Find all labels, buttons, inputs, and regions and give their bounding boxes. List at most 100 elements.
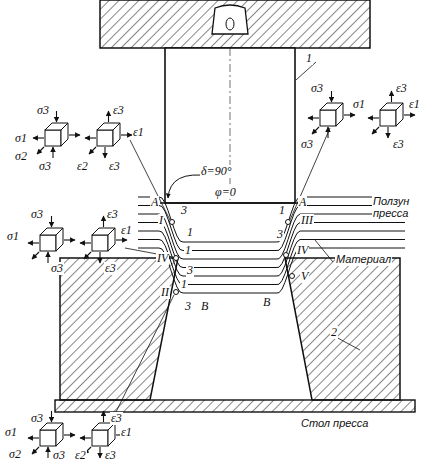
vector-arrow xyxy=(103,411,104,422)
vector-arrow xyxy=(80,242,91,243)
material-point xyxy=(290,274,295,279)
die-right xyxy=(285,258,400,400)
vector-arrow xyxy=(28,242,39,243)
material-point xyxy=(170,220,175,225)
stress-label: σ2 xyxy=(8,448,22,461)
vector-arrow xyxy=(108,111,109,122)
vector-arrow xyxy=(80,437,91,438)
part-name: Стол пресса xyxy=(300,418,369,430)
vector-arrow xyxy=(391,91,392,102)
point-letter: A xyxy=(298,196,307,209)
stress-label: σ1 xyxy=(4,426,18,439)
axis-index: 3 xyxy=(186,264,194,277)
axis-index: 1 xyxy=(278,204,286,217)
stress-label: σ2 xyxy=(14,150,28,163)
vector-arrow xyxy=(32,447,39,454)
vector-arrow xyxy=(89,147,96,154)
vector-arrow xyxy=(33,137,44,138)
zone-number: IV xyxy=(296,244,309,257)
material-point xyxy=(174,256,179,261)
vector-arrow xyxy=(344,114,355,115)
vector-arrow xyxy=(312,127,319,134)
vector-arrow xyxy=(64,239,75,240)
stress-label: σ1 xyxy=(6,230,20,243)
leader-line xyxy=(296,62,316,80)
leader-line xyxy=(315,240,333,262)
axis-index: 1 xyxy=(186,226,194,239)
strain-label: ε3 xyxy=(104,262,117,275)
strain-label: ε1 xyxy=(120,224,133,237)
material-point xyxy=(174,290,179,295)
vector-arrow xyxy=(47,252,48,263)
material-point xyxy=(286,220,291,225)
material-point xyxy=(284,253,289,258)
stress-label: σ3 xyxy=(300,138,314,151)
element-cube xyxy=(33,111,80,158)
axis-index: 3 xyxy=(184,300,192,313)
stress-label: σ3 xyxy=(36,104,50,117)
axis-index: 3 xyxy=(276,228,284,241)
material-layer xyxy=(138,214,405,259)
material-layer xyxy=(138,223,405,268)
angle-arc xyxy=(168,175,210,198)
material-layer xyxy=(138,231,405,276)
vector-arrow xyxy=(404,114,415,115)
zone-number: IV xyxy=(156,252,169,265)
vector-arrow xyxy=(372,127,379,134)
callout-number: 1 xyxy=(305,52,313,65)
axis-index: 1 xyxy=(184,244,192,257)
strain-label: ε1 xyxy=(120,426,133,439)
material-layer xyxy=(138,206,405,251)
material-layers xyxy=(138,175,405,295)
stress-cubes xyxy=(28,91,415,458)
stress-label: σ3 xyxy=(38,160,52,173)
stress-label: σ1 xyxy=(14,132,28,145)
material-layer xyxy=(138,197,405,242)
zone-number: I xyxy=(158,214,164,227)
strain-label: ε3 xyxy=(395,82,408,95)
vector-arrow xyxy=(51,216,52,227)
vector-arrow xyxy=(331,91,332,102)
zone-number: II xyxy=(160,286,170,299)
vector-arrow xyxy=(121,134,132,135)
strain-label: ε2 xyxy=(76,160,89,173)
vector-arrow xyxy=(99,252,100,263)
material-layer xyxy=(138,240,405,285)
stress-label: σ3 xyxy=(310,82,324,95)
leader-lines xyxy=(112,62,405,420)
leader-line xyxy=(112,295,174,420)
element-cube xyxy=(85,111,132,158)
angle-label: δ=90° xyxy=(200,165,232,178)
element-cube xyxy=(308,91,355,138)
axis-index: 3 xyxy=(180,204,188,217)
part-name: Материал xyxy=(335,254,392,266)
leader-line xyxy=(290,128,330,220)
punch xyxy=(165,48,295,203)
strain-label: ε1 xyxy=(408,98,421,111)
vector-arrow xyxy=(368,117,379,118)
vector-arrow xyxy=(69,134,80,135)
vector-arrow xyxy=(37,147,44,154)
stress-label: σ3 xyxy=(30,208,44,221)
strain-label: ε3 xyxy=(108,160,121,173)
vector-arrow xyxy=(52,147,53,158)
point-letter: A xyxy=(150,196,159,209)
vector-arrow xyxy=(99,447,100,458)
zone-number: III xyxy=(300,214,314,227)
leader-line xyxy=(130,140,170,220)
stress-label: σ3 xyxy=(52,449,66,462)
vector-arrow xyxy=(103,216,104,227)
vector-arrow xyxy=(64,434,75,435)
strain-label: ε2 xyxy=(74,449,87,462)
vector-arrow xyxy=(47,447,48,458)
material-layer xyxy=(138,248,405,293)
angle-label: φ=0 xyxy=(214,186,237,199)
strain-label: ε3 xyxy=(112,104,125,117)
strain-label: ε3 xyxy=(106,208,119,221)
vector-arrow xyxy=(308,117,319,118)
vector-arrow xyxy=(32,252,39,259)
vector-arrow xyxy=(84,252,91,259)
press-table xyxy=(55,400,415,412)
